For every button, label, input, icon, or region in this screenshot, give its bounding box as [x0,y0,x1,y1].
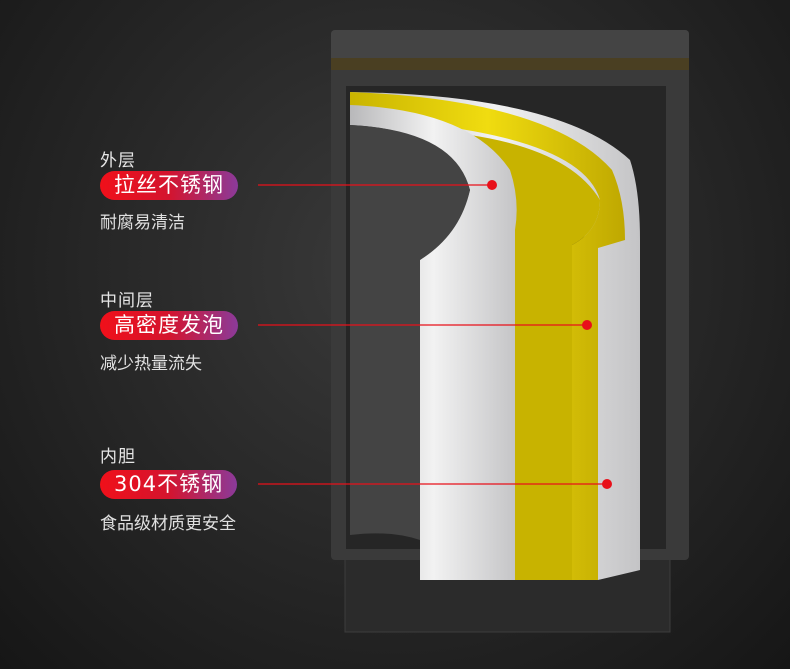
inner-layer-material-badge: 304不锈钢 [100,470,238,499]
inner-layer-title: 内胆 [100,447,136,467]
inner-steel-layer [350,105,517,580]
outer-layer-title: 外层 [100,151,136,171]
outer-layer-material-badge: 拉丝不锈钢 [100,171,238,200]
middle-layer-title: 中间层 [100,291,154,311]
outer-layer-desc: 耐腐易清洁 [100,213,185,233]
inner-layer-desc: 食品级材质更安全 [100,514,236,534]
pointer-dot [602,479,612,489]
middle-layer-material-badge: 高密度发泡 [100,311,238,340]
pointer-dot [487,180,497,190]
middle-layer-desc: 减少热量流失 [100,354,202,374]
pointer-lines [258,180,612,489]
pointer-dot [582,320,592,330]
